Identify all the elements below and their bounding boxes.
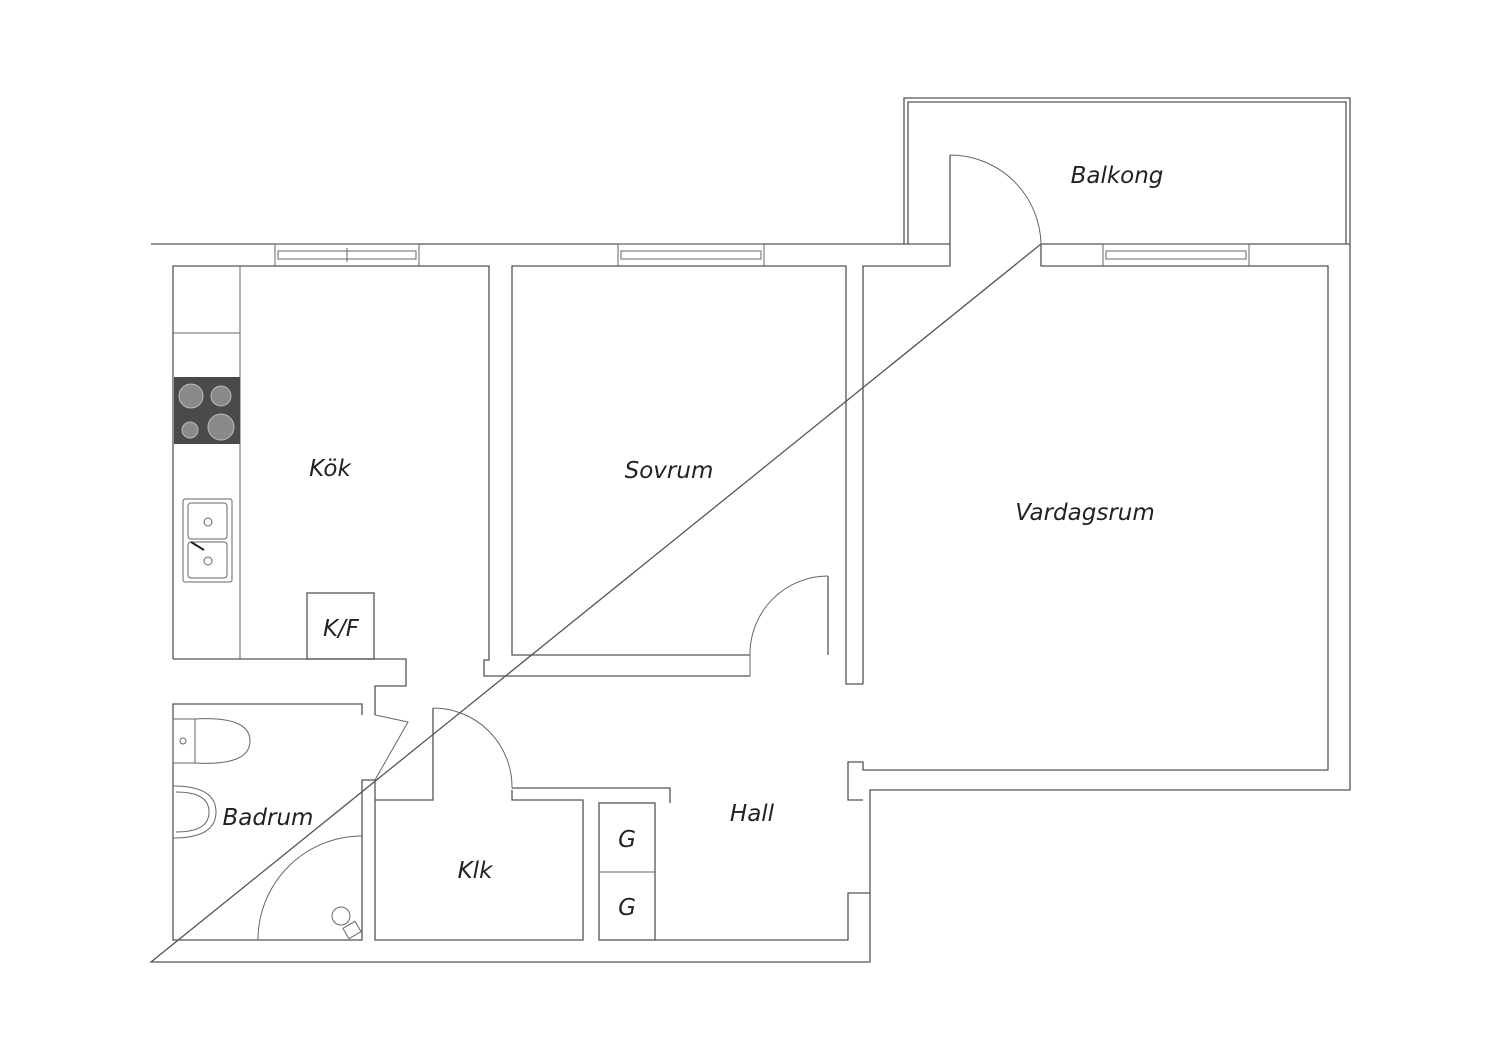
bedroom-door [749,575,829,676]
bathroom-door [374,714,409,781]
label-vardagsrum: Vardagsrum [1015,500,1155,526]
bathroom-wall [172,703,376,941]
shower-icon [257,835,363,941]
label-hall: Hall [730,801,775,827]
balcony-outline [903,97,1351,244]
label-wardrobe-1: G [618,827,636,853]
outer-wall [149,243,1351,963]
label-klk: Klk [458,858,494,884]
hall-wall [655,892,870,941]
window-kitchen [274,243,420,267]
label-balkong: Balkong [1071,163,1164,189]
label-kf: K/F [323,616,360,642]
kitchen-counter [173,266,241,659]
wardrobes [598,802,656,941]
living-room-wall [847,155,1329,801]
fridge-freezer [306,592,375,660]
stove-icon [174,377,240,444]
label-kok: Kök [309,456,352,482]
sink-icon [182,498,233,583]
washbasin-icon [172,785,217,839]
window-bedroom [617,243,765,267]
toilet-icon [172,718,251,764]
label-wardrobe-2: G [618,895,636,921]
bedroom-wall [511,265,863,685]
closet-door [432,707,513,789]
window-living-room [1102,243,1250,267]
balcony-door [949,154,1042,245]
closet-wall [374,708,671,941]
label-sovrum: Sovrum [625,458,714,484]
kitchen-wall [172,265,750,715]
label-badrum: Badrum [223,805,314,831]
